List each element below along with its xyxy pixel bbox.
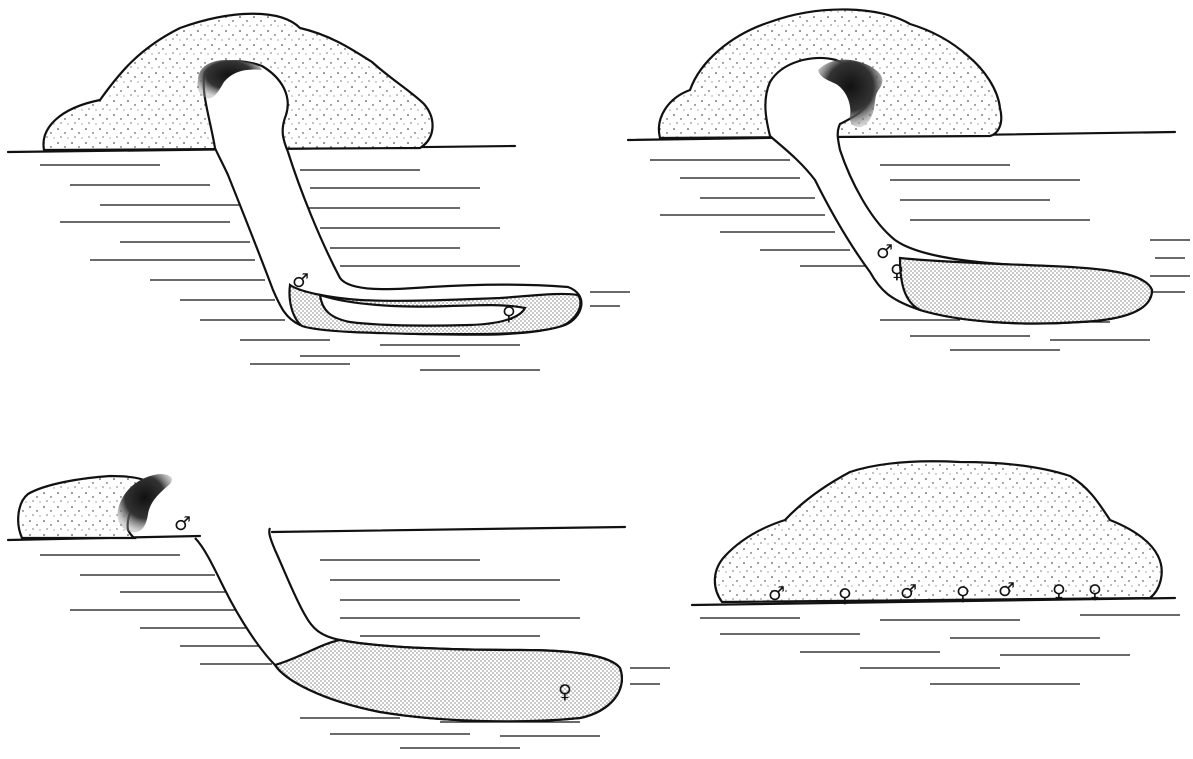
male-symbol: ♂ — [998, 579, 1015, 601]
female-symbol: ♀ — [1052, 581, 1066, 603]
ground-line — [272, 527, 625, 532]
male-symbol: ♂ — [900, 581, 917, 603]
water-hatching — [700, 615, 1180, 684]
female-symbol: ♀ — [890, 261, 904, 283]
male-symbol: ♂ — [768, 583, 785, 605]
panel-bottom-left: ♂ ♀ — [8, 474, 670, 748]
female-symbol: ♀ — [838, 585, 852, 607]
panel-bottom-right: ♂ ♀ ♂ ♀ ♂ ♀ ♀ — [692, 461, 1180, 684]
egg-chamber — [900, 258, 1152, 324]
male-symbol: ♂ — [876, 241, 893, 263]
panel-top-left: ♂ ♀ — [8, 14, 630, 370]
female-symbol: ♀ — [558, 681, 572, 703]
male-symbol: ♂ — [174, 513, 191, 535]
male-symbol: ♂ — [292, 270, 309, 292]
female-symbol: ♀ — [1088, 581, 1102, 603]
female-symbol: ♀ — [502, 303, 516, 325]
female-symbol: ♀ — [956, 583, 970, 605]
panel-top-right: ♂ ♀ — [628, 9, 1190, 350]
